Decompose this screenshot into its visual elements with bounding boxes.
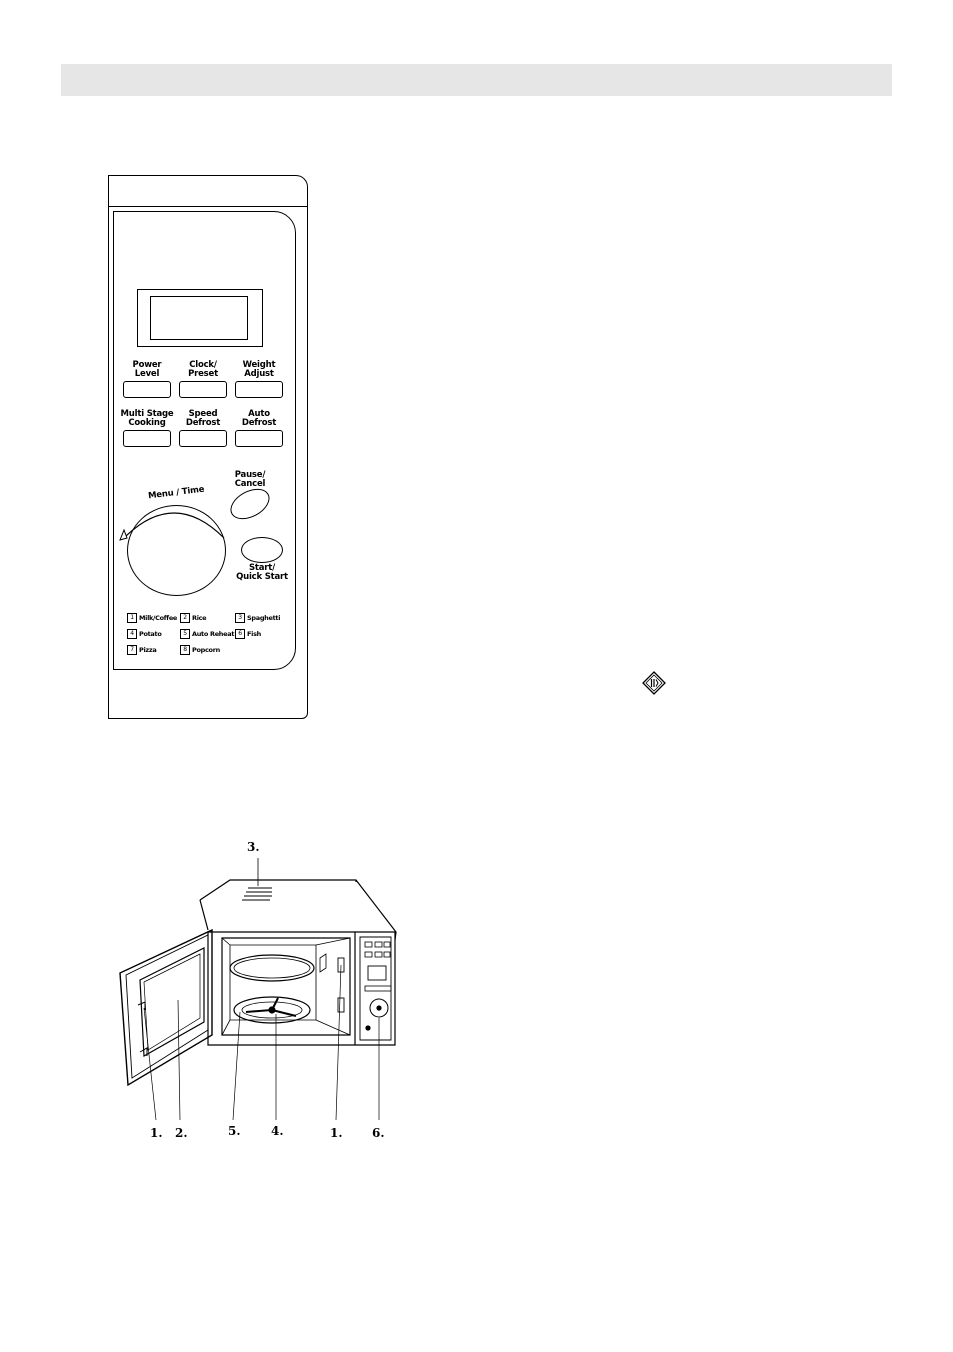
header-bar	[61, 64, 892, 96]
callout-1-right: 1.	[330, 1126, 343, 1140]
start-symbol-icon	[642, 671, 666, 695]
callout-1-left: 1.	[150, 1126, 163, 1140]
callout-6: 6.	[372, 1126, 385, 1140]
callout-4: 4.	[271, 1124, 284, 1138]
oven-illustration	[100, 830, 400, 1130]
panel-divider	[108, 206, 308, 207]
clock-preset-label: Clock/Preset	[173, 361, 233, 379]
start-quick-start-button[interactable]	[241, 537, 283, 563]
auto-defrost-button[interactable]	[235, 430, 283, 447]
pause-cancel-label: Pause/Cancel	[220, 471, 280, 489]
start-quick-start-label: Start/Quick Start	[232, 564, 292, 582]
multi-stage-cooking-button[interactable]	[123, 430, 171, 447]
clock-preset-button[interactable]	[179, 381, 227, 398]
speed-defrost-button[interactable]	[179, 430, 227, 447]
callout-3: 3.	[247, 840, 260, 854]
power-level-button[interactable]	[123, 381, 171, 398]
menu-time-dial[interactable]	[127, 505, 226, 596]
callout-2: 2.	[175, 1126, 188, 1140]
weight-adjust-button[interactable]	[235, 381, 283, 398]
display-screen	[150, 296, 248, 340]
callout-5: 5.	[228, 1124, 241, 1138]
